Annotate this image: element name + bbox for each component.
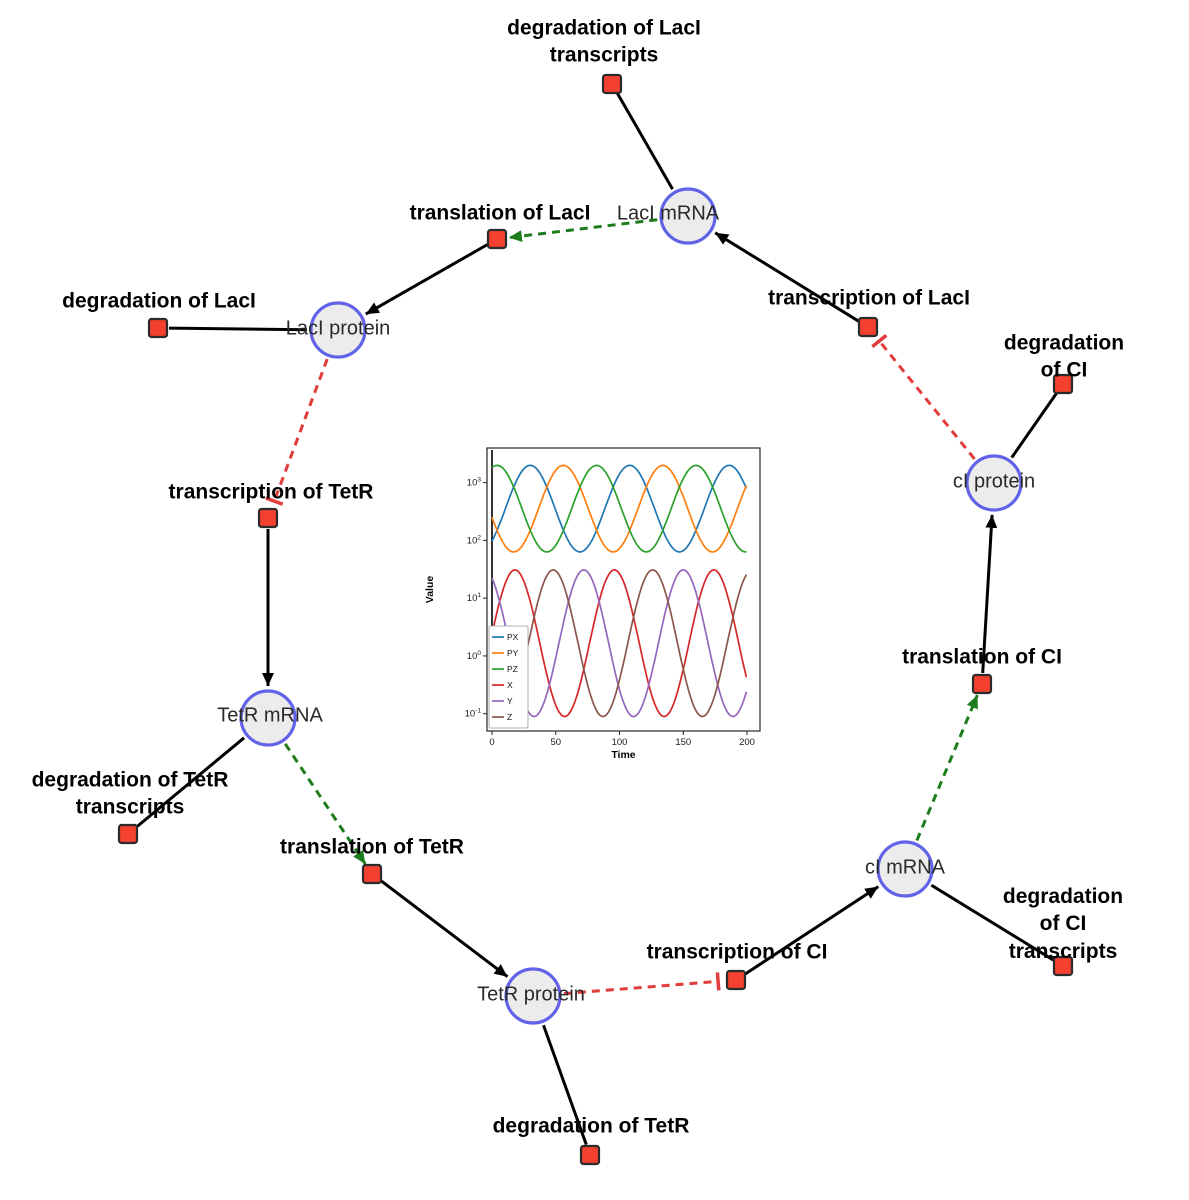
y-axis-label: Value xyxy=(424,576,436,604)
series-line-PX xyxy=(491,464,748,553)
series-line-PY xyxy=(491,464,748,553)
reaction-node-deg_ci[interactable] xyxy=(1052,373,1074,395)
reaction-node-deg_tetr_tx[interactable] xyxy=(117,823,139,845)
species-node-laci_protein[interactable] xyxy=(309,301,367,359)
y-tick-label: 103 xyxy=(467,477,482,489)
edge-production-transl_laci-laci_protein xyxy=(365,243,489,316)
legend-label-PX: PX xyxy=(507,632,519,642)
reaction-node-deg_laci_tx[interactable] xyxy=(601,73,623,95)
edge-consumption-laci_mrna-deg_laci_tx xyxy=(616,92,674,190)
legend-label-Y: Y xyxy=(507,696,513,706)
plot-frame xyxy=(486,447,761,732)
edge-production-transl_ci-ci_protein xyxy=(981,514,998,674)
species-node-laci_mrna[interactable] xyxy=(659,187,717,245)
x-tick-label: 150 xyxy=(675,737,691,748)
x-axis-label: Time xyxy=(611,749,635,761)
reaction-node-transl_tetr[interactable] xyxy=(361,863,383,885)
y-tick-label: 10-1 xyxy=(465,708,482,720)
y-tick-label: 102 xyxy=(467,534,482,546)
edge-modifier-laci_mrna-transl_laci xyxy=(508,218,658,242)
reaction-node-transl_laci[interactable] xyxy=(486,228,508,250)
edge-modifier-tetr_mrna-transl_tetr xyxy=(283,742,367,865)
edge-production-txn_laci-laci_mrna xyxy=(714,231,860,323)
species-node-ci_protein[interactable] xyxy=(965,454,1023,512)
edge-production-txn_ci-ci_mrna xyxy=(744,885,880,976)
legend-label-X: X xyxy=(507,680,513,690)
edge-consumption-ci_protein-deg_ci xyxy=(1010,392,1058,459)
species-node-tetr_mrna[interactable] xyxy=(239,689,297,747)
edge-consumption-ci_mrna-deg_ci_tx xyxy=(930,883,1055,962)
edge-modifier-ci_mrna-transl_ci xyxy=(915,694,979,841)
x-tick-label: 100 xyxy=(612,737,628,748)
legend-label-Z: Z xyxy=(507,712,512,722)
y-tick-label: 100 xyxy=(467,650,482,662)
species-node-tetr_protein[interactable] xyxy=(504,967,562,1025)
edges-layer xyxy=(135,92,1058,1146)
series-line-PZ xyxy=(491,464,747,553)
species-node-ci_mrna[interactable] xyxy=(876,840,934,898)
y-tick-label: 101 xyxy=(467,592,482,604)
legend-box xyxy=(488,625,529,729)
legend-label-PY: PY xyxy=(507,648,519,658)
x-tick-label: 200 xyxy=(739,737,755,748)
series-line-Z xyxy=(491,569,748,718)
x-tick-label: 50 xyxy=(550,737,561,748)
reaction-node-txn_tetr[interactable] xyxy=(257,507,279,529)
reaction-node-txn_laci[interactable] xyxy=(857,316,879,338)
edge-inhibition-tetr_protein-txn_ci xyxy=(563,972,721,996)
reaction-node-deg_tetr[interactable] xyxy=(579,1144,601,1166)
edge-production-transl_tetr-tetr_protein xyxy=(379,879,509,978)
reaction-node-transl_ci[interactable] xyxy=(971,673,993,695)
nodes-layer xyxy=(117,73,1074,1166)
reaction-node-txn_ci[interactable] xyxy=(725,969,747,991)
reaction-node-deg_ci_tx[interactable] xyxy=(1052,955,1074,977)
legend-label-PZ: PZ xyxy=(507,664,518,674)
edge-inhibition-ci_protein-txn_laci xyxy=(871,333,976,460)
edge-consumption-tetr_protein-deg_tetr xyxy=(542,1024,588,1146)
reaction-node-deg_laci[interactable] xyxy=(147,317,169,339)
x-tick-label: 0 xyxy=(489,737,494,748)
edge-consumption-tetr_mrna-deg_tetr_tx xyxy=(135,736,246,829)
edge-inhibition-laci_protein-txn_tetr xyxy=(265,358,329,506)
edge-consumption-laci_protein-deg_laci xyxy=(168,326,308,332)
series-line-Y xyxy=(491,569,748,718)
